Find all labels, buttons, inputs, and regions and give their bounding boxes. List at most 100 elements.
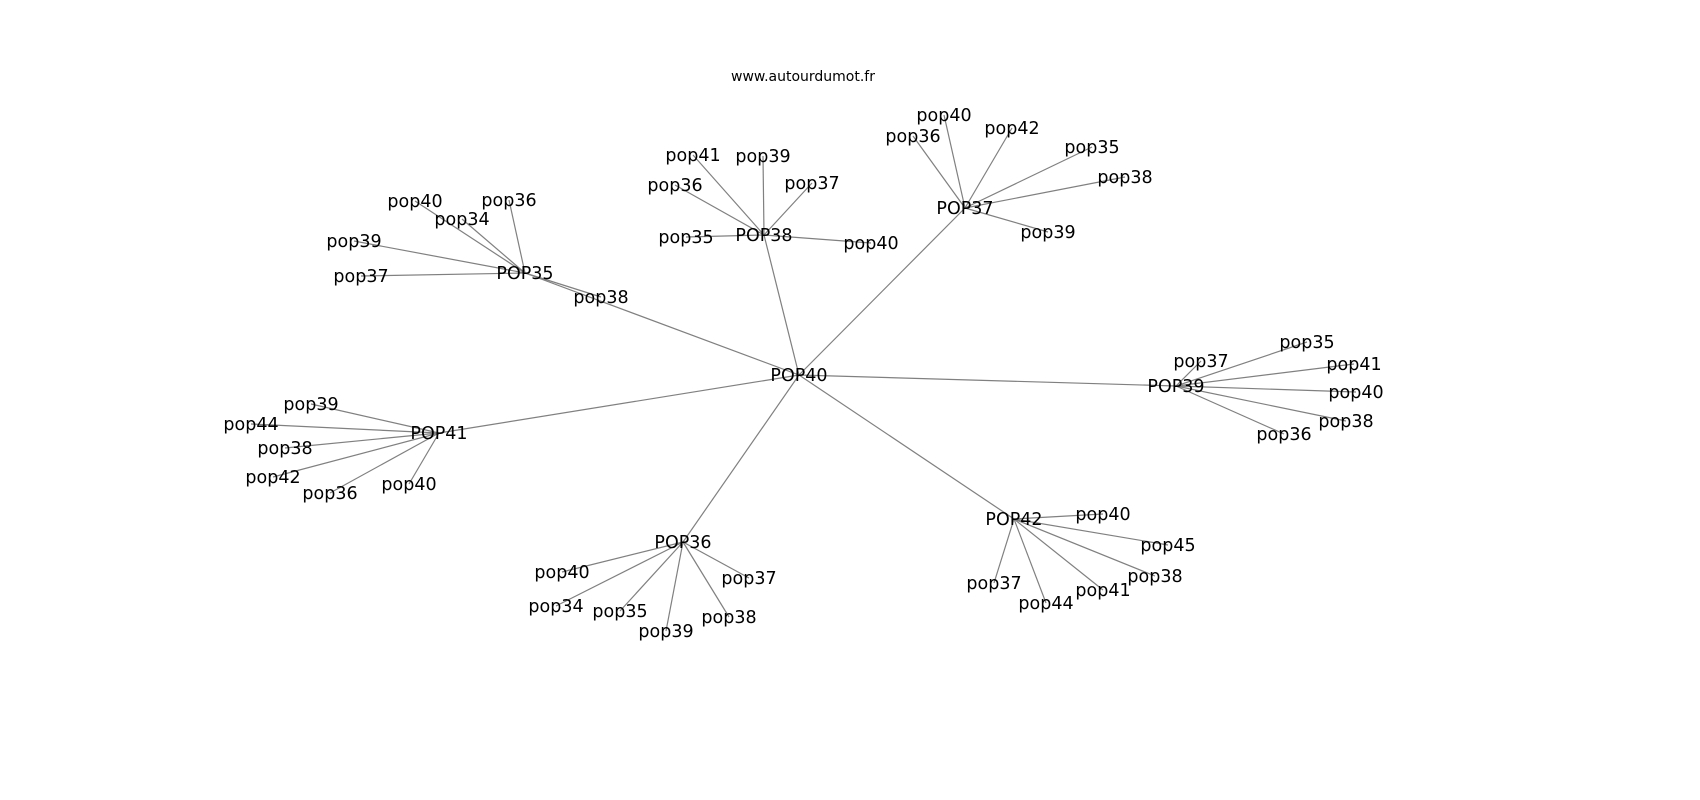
edge-pop38-pop35 xyxy=(685,234,765,238)
hub-node-pop35: POP35 xyxy=(496,264,553,284)
edge-pop38-pop37 xyxy=(763,182,813,236)
edge-pop36-pop35 xyxy=(619,541,684,612)
edge-pop41-pop36 xyxy=(329,432,440,494)
leaf-node-pop34: pop34 xyxy=(434,210,489,230)
leaf-node-pop39: pop39 xyxy=(1020,223,1075,243)
leaf-node-pop42: pop42 xyxy=(245,468,300,488)
edge-pop38-pop36 xyxy=(674,184,765,236)
hub-node-pop40: POP40 xyxy=(770,366,827,386)
edge-pop36-pop37 xyxy=(682,541,750,579)
hub-node-pop42: POP42 xyxy=(985,510,1042,530)
hub-node-pop39: POP39 xyxy=(1147,377,1204,397)
edge-pop42-pop44 xyxy=(1013,518,1047,604)
edge-pop40-pop42 xyxy=(798,374,1015,520)
edge-pop35-pop36 xyxy=(508,199,526,274)
leaf-node-pop35: pop35 xyxy=(658,228,713,248)
leaf-node-pop35: pop35 xyxy=(1064,138,1119,158)
leaf-node-pop38: pop38 xyxy=(1097,168,1152,188)
edge-pop42-pop38 xyxy=(1013,518,1156,577)
edge-pop36-pop39 xyxy=(665,541,684,632)
edge-pop36-pop34 xyxy=(555,541,684,607)
leaf-node-pop37: pop37 xyxy=(721,569,776,589)
edge-pop39-pop38 xyxy=(1175,385,1347,422)
edge-pop37-pop40 xyxy=(943,114,966,209)
edge-pop38-pop40 xyxy=(763,234,872,244)
edge-pop39-pop35 xyxy=(1175,341,1308,387)
edge-pop40-pop38 xyxy=(763,234,800,376)
edge-pop39-pop37 xyxy=(1175,360,1202,387)
leaf-node-pop44: pop44 xyxy=(1018,594,1073,614)
hub-node-pop36: POP36 xyxy=(654,533,711,553)
edge-pop36-pop38 xyxy=(682,541,730,618)
edge-pop41-pop40 xyxy=(408,432,440,485)
edge-pop35-pop40 xyxy=(414,200,526,274)
leaf-node-pop40: pop40 xyxy=(534,563,589,583)
leaf-node-pop42: pop42 xyxy=(984,119,1039,139)
leaf-node-pop38: pop38 xyxy=(1318,412,1373,432)
edge-pop42-pop40 xyxy=(1013,513,1104,520)
leaf-node-pop38: pop38 xyxy=(573,288,628,308)
leaf-node-pop36: pop36 xyxy=(302,484,357,504)
edge-pop41-pop38 xyxy=(284,432,440,449)
leaf-node-pop44: pop44 xyxy=(223,415,278,435)
leaf-node-pop36: pop36 xyxy=(885,127,940,147)
leaf-node-pop35: pop35 xyxy=(1279,333,1334,353)
edge-pop37-pop39 xyxy=(964,207,1049,233)
edge-pop40-pop37 xyxy=(798,207,966,376)
leaf-node-pop41: pop41 xyxy=(665,146,720,166)
leaf-node-pop40: pop40 xyxy=(1075,505,1130,525)
edge-pop39-pop41 xyxy=(1175,363,1355,387)
hub-node-pop41: POP41 xyxy=(410,424,467,444)
leaf-node-pop41: pop41 xyxy=(1326,355,1381,375)
edge-pop41-pop44 xyxy=(250,423,440,434)
leaf-node-pop37: pop37 xyxy=(966,574,1021,594)
hub-node-pop37: POP37 xyxy=(936,199,993,219)
leaf-node-pop37: pop37 xyxy=(333,267,388,287)
leaf-node-pop40: pop40 xyxy=(843,234,898,254)
leaf-node-pop40: pop40 xyxy=(381,475,436,495)
edge-pop40-pop41 xyxy=(438,374,800,434)
edge-pop36-pop40 xyxy=(561,541,684,573)
edge-pop42-pop45 xyxy=(1013,518,1169,546)
edge-pop41-pop42 xyxy=(272,432,440,478)
leaf-node-pop38: pop38 xyxy=(701,608,756,628)
leaf-node-pop34: pop34 xyxy=(528,597,583,617)
edge-pop38-pop41 xyxy=(692,154,765,236)
edge-pop37-pop36 xyxy=(912,135,966,209)
leaf-node-pop37: pop37 xyxy=(1173,352,1228,372)
leaf-node-pop39: pop39 xyxy=(735,147,790,167)
leaf-node-pop36: pop36 xyxy=(647,176,702,196)
hub-node-pop38: POP38 xyxy=(735,226,792,246)
edge-pop35-pop38 xyxy=(524,272,602,298)
edge-pop42-pop37 xyxy=(993,518,1015,584)
edge-pop40-pop39 xyxy=(798,374,1177,387)
edge-pop37-pop35 xyxy=(964,146,1093,209)
edge-pop42-pop41 xyxy=(1013,518,1104,591)
edges-layer xyxy=(250,114,1357,632)
leaf-node-pop35: pop35 xyxy=(592,602,647,622)
edge-pop39-pop36 xyxy=(1175,385,1285,435)
edge-pop37-pop42 xyxy=(964,127,1013,209)
leaf-node-pop36: pop36 xyxy=(1256,425,1311,445)
edge-pop35-pop34 xyxy=(461,218,526,274)
edge-pop39-pop40 xyxy=(1175,385,1357,393)
leaf-node-pop39: pop39 xyxy=(326,232,381,252)
leaf-node-pop40: pop40 xyxy=(387,192,442,212)
edge-pop35-pop37 xyxy=(360,272,526,277)
leaf-node-pop39: pop39 xyxy=(283,395,338,415)
edge-pop37-pop38 xyxy=(964,176,1126,209)
edge-pop35-pop39 xyxy=(353,240,526,274)
leaf-node-pop40: pop40 xyxy=(916,106,971,126)
leaf-node-pop40: pop40 xyxy=(1328,383,1383,403)
edge-pop38-pop39 xyxy=(762,155,765,236)
edge-pop40-pop35 xyxy=(524,272,800,376)
edge-pop40-pop36 xyxy=(682,374,800,543)
diagram-title: www.autourdumot.fr xyxy=(731,69,875,85)
leaf-node-pop38: pop38 xyxy=(1127,567,1182,587)
leaf-node-pop36: pop36 xyxy=(481,191,536,211)
leaf-node-pop41: pop41 xyxy=(1075,581,1130,601)
leaf-node-pop45: pop45 xyxy=(1140,536,1195,556)
